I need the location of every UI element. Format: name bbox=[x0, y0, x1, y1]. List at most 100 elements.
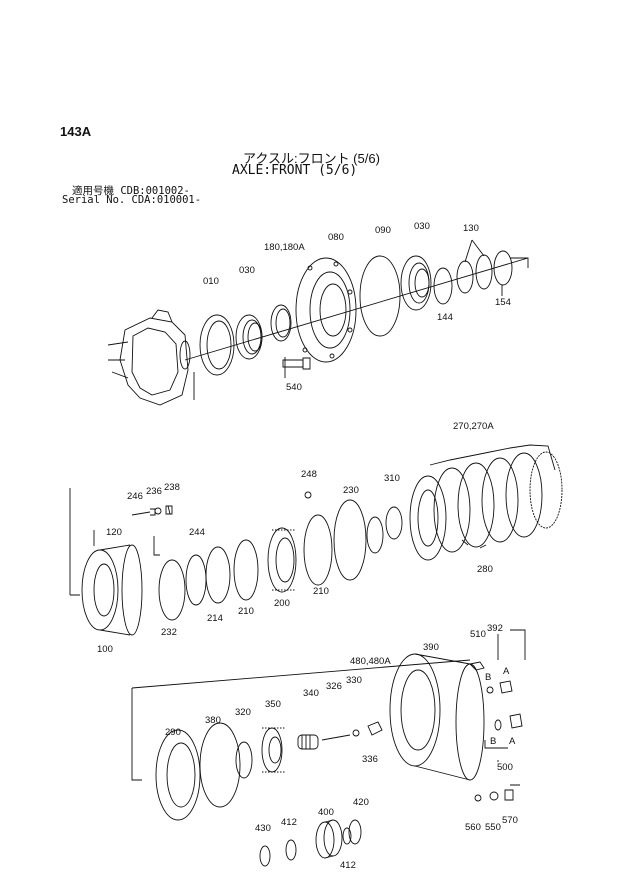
part-010-ring bbox=[199, 314, 235, 376]
part-540-bolt bbox=[282, 357, 311, 370]
part-030-bearing-left bbox=[235, 314, 263, 360]
assembly-line-row2-right bbox=[429, 444, 556, 471]
label-380: 380 bbox=[205, 715, 221, 726]
part-330-washer bbox=[352, 729, 360, 737]
label-280: 280 bbox=[477, 564, 493, 575]
serial-number: Serial No. CDA:010001- bbox=[62, 194, 202, 206]
label-210: 210 bbox=[238, 606, 254, 617]
title-english: AXLE:FRONT (5/6) bbox=[232, 163, 358, 178]
label-030-right: 030 bbox=[414, 221, 430, 232]
label-320: 320 bbox=[235, 707, 251, 718]
part-246-bolt bbox=[131, 508, 156, 516]
part-500-washer-b bbox=[494, 719, 502, 731]
label-090: 090 bbox=[375, 225, 391, 236]
label-248: 248 bbox=[301, 469, 317, 480]
part-090-oring bbox=[359, 255, 401, 337]
part-labels: 010 030 180,180A 080 090 030 130 154 144… bbox=[97, 221, 518, 871]
label-200: 200 bbox=[274, 598, 290, 609]
axle-housing-illustration bbox=[107, 309, 191, 406]
label-120: 120 bbox=[106, 527, 122, 538]
part-210-ring-right bbox=[303, 514, 333, 586]
label-392: 392 bbox=[487, 623, 503, 634]
part-248-plug bbox=[304, 491, 312, 499]
label-412: 412 bbox=[281, 817, 297, 828]
part-200-gear bbox=[267, 527, 297, 593]
label-238: 238 bbox=[164, 482, 180, 493]
label-480: 480,480A bbox=[350, 656, 391, 667]
label-210-right: 210 bbox=[313, 586, 329, 597]
label-336: 336 bbox=[362, 754, 378, 765]
label-310: 310 bbox=[384, 473, 400, 484]
part-154-snap-ring bbox=[493, 250, 513, 286]
assembly-line-row1 bbox=[184, 257, 529, 361]
part-570-plug bbox=[504, 789, 514, 801]
label-244: 244 bbox=[189, 527, 205, 538]
label-330: 330 bbox=[346, 675, 362, 686]
part-430-ring bbox=[259, 845, 271, 867]
part-510-bolt bbox=[469, 661, 485, 671]
part-336-plate bbox=[367, 721, 383, 736]
label-570: 570 bbox=[502, 815, 518, 826]
part-270-friction-plates bbox=[409, 451, 563, 561]
label-270: 270,270A bbox=[453, 421, 494, 432]
label-180: 180,180A bbox=[264, 242, 305, 253]
label-080: 080 bbox=[328, 232, 344, 243]
part-236-washer bbox=[154, 507, 162, 515]
label-560: 560 bbox=[465, 822, 481, 833]
label-144: 144 bbox=[437, 312, 453, 323]
label-550: 550 bbox=[485, 822, 501, 833]
part-350-gear bbox=[261, 727, 285, 773]
label-420: 420 bbox=[353, 797, 369, 808]
part-412-ring bbox=[285, 827, 352, 861]
label-430: 430 bbox=[255, 823, 271, 834]
label-340: 340 bbox=[303, 688, 319, 699]
label-246: 246 bbox=[127, 491, 143, 502]
part-214-ring bbox=[205, 546, 231, 604]
page-code: 143A bbox=[60, 124, 92, 139]
part-232-ring bbox=[158, 559, 186, 621]
part-320-snap-ring bbox=[235, 741, 253, 779]
part-210-ring-left bbox=[233, 539, 259, 601]
assembly-line-row2-left bbox=[69, 488, 80, 596]
label-390: 390 bbox=[423, 642, 439, 653]
label-154: 154 bbox=[495, 297, 511, 308]
part-500-plug-a bbox=[509, 713, 523, 729]
part-550-seal bbox=[489, 791, 499, 801]
part-560-washer bbox=[474, 794, 482, 802]
label-232: 232 bbox=[161, 627, 177, 638]
assembly-line-row3-top bbox=[131, 629, 526, 689]
label-130: 130 bbox=[463, 223, 479, 234]
part-238-spring bbox=[165, 505, 173, 515]
title-japanese: アクスル:フロント (5/6) bbox=[243, 151, 380, 166]
label-412-bottom: 412 bbox=[340, 860, 356, 871]
label-510: 510 bbox=[470, 629, 486, 640]
part-230-ring bbox=[333, 499, 367, 581]
part-100-drum bbox=[81, 544, 143, 636]
part-290-plate bbox=[155, 729, 201, 821]
label-500: 500 bbox=[497, 762, 513, 773]
label-b-bottom: B bbox=[490, 736, 496, 747]
part-340-shaft bbox=[297, 734, 319, 750]
label-214: 214 bbox=[207, 613, 223, 624]
label-a-top: A bbox=[503, 666, 510, 677]
part-244-snap-ring bbox=[185, 554, 207, 606]
part-326-pin bbox=[321, 734, 351, 741]
label-540: 540 bbox=[286, 382, 302, 393]
part-420-ring bbox=[348, 819, 362, 845]
label-b-top: B bbox=[485, 672, 491, 683]
part-380-ring bbox=[199, 722, 241, 808]
label-290: 290 bbox=[165, 727, 181, 738]
part-400-gear bbox=[315, 819, 343, 859]
label-230: 230 bbox=[343, 485, 359, 496]
serial-applicable: 適用号機 CDB:001002- bbox=[72, 185, 190, 197]
label-350: 350 bbox=[265, 699, 281, 710]
part-310-retainer bbox=[366, 506, 403, 554]
label-100: 100 bbox=[97, 644, 113, 655]
label-326: 326 bbox=[326, 681, 342, 692]
label-a-bottom: A bbox=[509, 736, 516, 747]
part-392-plug-a bbox=[499, 680, 513, 694]
part-180-seal bbox=[270, 304, 292, 342]
part-392-washer-b bbox=[486, 686, 494, 694]
part-030-bearing-right bbox=[400, 255, 432, 311]
